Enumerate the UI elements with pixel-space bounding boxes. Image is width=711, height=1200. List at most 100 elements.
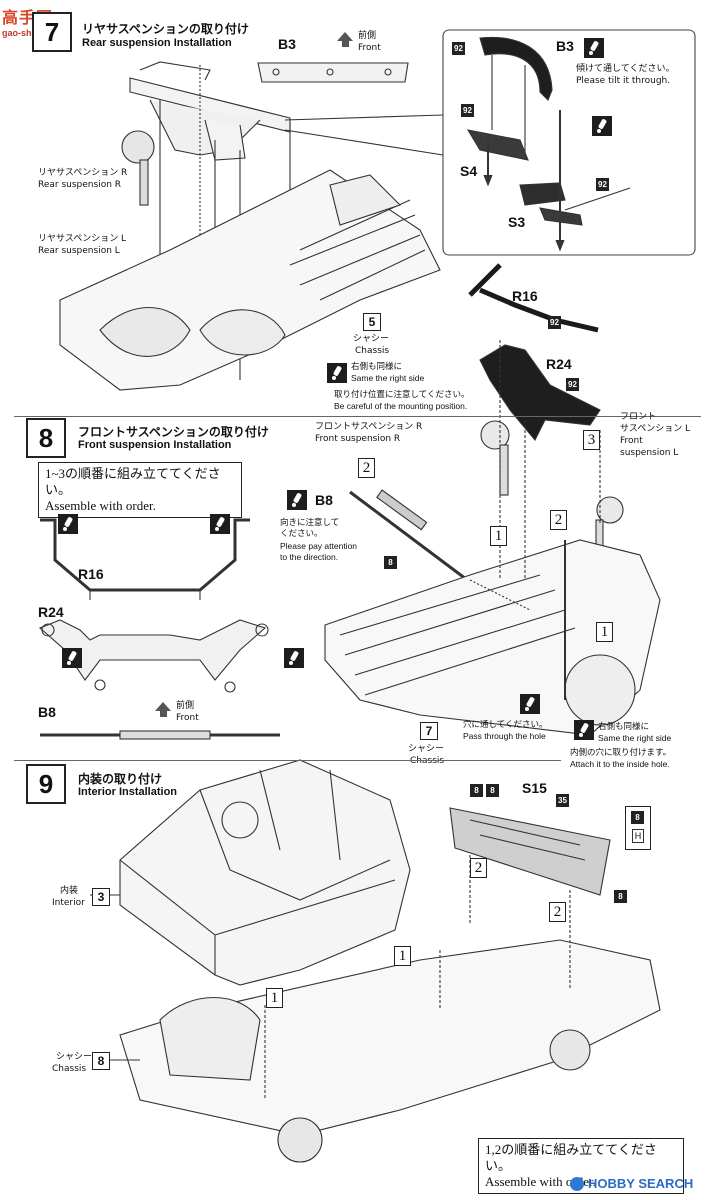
same-side-jp-step7: 右側も同様に <box>351 362 403 372</box>
part-8-tag-step9-a: 8 <box>470 784 483 797</box>
part-92-tag-d: 92 <box>548 316 561 329</box>
part-b8-right: B8 <box>315 492 333 508</box>
chassis-number-step7: 5 <box>363 313 381 331</box>
hole-en: Pass through the hole <box>463 731 546 741</box>
front-susp-l-en1: Front <box>620 436 643 446</box>
tilt-note-jp: 傾けて通してください。 <box>576 64 675 74</box>
part-92-tag-b: 92 <box>461 104 474 117</box>
step-7-title-jp: リヤサスペンションの取り付け <box>82 22 249 36</box>
direction-jp1: 向きに注意して <box>280 518 340 528</box>
part-92-tag-c: 92 <box>596 178 609 191</box>
chassis-en-step8: Chassis <box>410 756 445 766</box>
step-8-number: 8 <box>26 418 66 458</box>
order-2-b8: 2 <box>358 458 375 478</box>
part-r16-right: R16 <box>512 288 538 304</box>
careful-en: Be careful of the mounting position. <box>334 401 468 411</box>
chassis-jp-step9: シャシー <box>56 1052 93 1062</box>
front-susp-l-jp1: フロント <box>620 412 657 422</box>
front-susp-r-jp: フロントサスペンション R <box>315 422 423 432</box>
tilt-note-en: Please tilt it through. <box>576 76 671 86</box>
divider-step8-9 <box>14 760 561 761</box>
order-2-s15: 2 <box>470 858 487 878</box>
part-r24-left: R24 <box>38 604 64 620</box>
tilt-tip-icon <box>584 38 604 58</box>
part-92-tag-a: 92 <box>452 42 465 55</box>
chassis-number-step8: 7 <box>420 722 438 740</box>
front-arrow-stem <box>342 41 349 47</box>
front-jp-step8: 前側 <box>176 701 195 711</box>
same-side-icon-step8 <box>574 720 594 740</box>
front-en-step8: Front <box>176 713 199 723</box>
direction-tip-icon <box>287 490 307 510</box>
chassis-jp-step8: シャシー <box>408 744 445 754</box>
hole-jp: 穴に通してください。 <box>463 720 548 730</box>
order-2-chassis: 2 <box>549 902 566 922</box>
front-susp-l-en2: suspension L <box>620 448 679 458</box>
order-1-step8-b: 1 <box>596 622 613 642</box>
part-r16-left: R16 <box>78 566 104 582</box>
inside-jp: 内側の穴に取り付けます。 <box>570 748 672 758</box>
order-2-step8: 2 <box>550 510 567 530</box>
divider-step7-8 <box>14 416 701 417</box>
inside-en: Attach it to the inside hole. <box>570 759 670 769</box>
front-arrow-icon <box>337 32 353 41</box>
order-en-step8: Assemble with order. <box>45 498 156 513</box>
tilt-tip-icon-2 <box>592 116 612 136</box>
step-7-number: 7 <box>32 12 72 52</box>
glue-icon-right <box>210 514 230 534</box>
part-8-tag-step9-c: 8 <box>614 890 627 903</box>
order-box-step8: 1~3の順番に組み立ててください。 Assemble with order. <box>38 462 242 518</box>
rear-susp-l-jp: リヤサスペンション L <box>38 234 127 244</box>
front-susp-r-en: Front suspension R <box>315 434 401 444</box>
part-8-tag-step8: 8 <box>384 556 397 569</box>
interior-number: 3 <box>92 888 110 906</box>
hole-tip-icon <box>520 694 540 714</box>
same-side-jp-step8: 右側も同様に <box>598 722 650 732</box>
part-8-tag-step9-b: 8 <box>486 784 499 797</box>
h-tab-icon: H <box>632 829 644 843</box>
front-label-en: Front <box>358 43 381 53</box>
step-9-title-en: Interior Installation <box>78 786 178 798</box>
front-arrow-stem-step8 <box>160 711 167 717</box>
order-jp-step9: 1,2の順番に組み立ててください。 <box>485 1142 657 1173</box>
glue-icon-r24-left <box>62 648 82 668</box>
direction-en1: Please pay attention <box>280 541 358 551</box>
part-b8-left: B8 <box>38 704 56 720</box>
direction-jp2: ください。 <box>280 529 323 539</box>
hobby-search-logo-icon <box>570 1176 584 1191</box>
part-s15: S15 <box>522 780 547 796</box>
order-3-step8: 3 <box>583 430 600 450</box>
step-8-title-jp: フロントサスペンションの取り付け <box>78 425 269 439</box>
direction-en2: to the direction. <box>280 552 339 562</box>
front-label-jp: 前側 <box>358 31 377 41</box>
same-side-icon-step7 <box>327 363 347 383</box>
part-92-tag-e: 92 <box>566 378 579 391</box>
step-9-number: 9 <box>26 764 66 804</box>
rear-susp-r-en: Rear suspension R <box>38 180 122 190</box>
part-8-tag-step9-d: 8 <box>631 811 644 824</box>
part-b3-label: B3 <box>278 36 296 52</box>
hobby-search-text: HOBBY SEARCH <box>588 1176 694 1191</box>
tab-detail-box: 8 H <box>625 806 651 850</box>
front-arrow-icon-step8 <box>155 702 171 711</box>
part-r24-right: R24 <box>546 356 572 372</box>
order-1-step9-b: 1 <box>266 988 283 1008</box>
chassis-label-jp-step7: シャシー <box>353 334 390 344</box>
detail-s3-label: S3 <box>508 214 526 230</box>
watermark-hobby-search: HOBBY SEARCH <box>570 1176 693 1191</box>
order-jp-step8: 1~3の順番に組み立ててください。 <box>45 466 221 497</box>
careful-jp: 取り付け位置に注意してください。 <box>334 390 470 400</box>
order-en-step9: Assemble with order. <box>485 1174 596 1189</box>
interior-en: Interior <box>52 898 85 908</box>
order-1-step9-a: 1 <box>394 946 411 966</box>
step-8-title-en: Front suspension Installation <box>78 439 232 451</box>
same-side-en-step7: Same the right side <box>351 373 425 383</box>
chassis-label-en-step7: Chassis <box>355 346 390 356</box>
glue-icon-left <box>58 514 78 534</box>
rear-susp-r-jp: リヤサスペンション R <box>38 168 128 178</box>
interior-jp: 内装 <box>60 886 79 896</box>
step-7-title-en: Rear suspension Installation <box>82 37 232 49</box>
same-side-en-step8: Same the right side <box>598 733 672 743</box>
order-1-step8-a: 1 <box>490 526 507 546</box>
